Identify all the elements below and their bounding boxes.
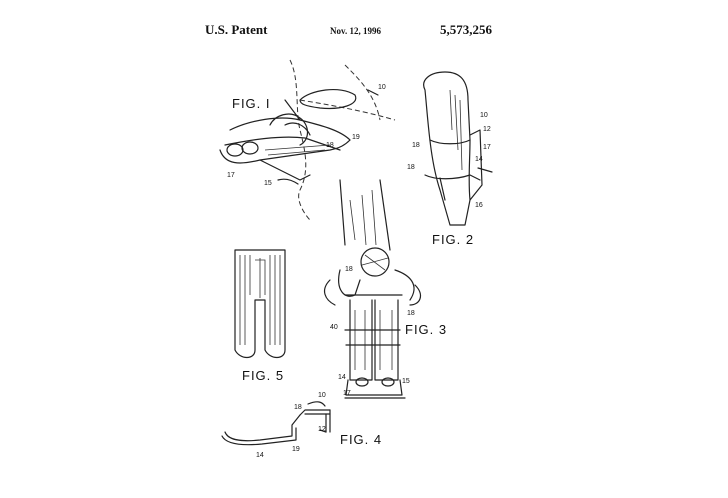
fig5-label: FIG. 5 bbox=[242, 368, 285, 383]
fig1-drawing bbox=[219, 59, 396, 221]
ref-numeral: 14 bbox=[256, 452, 264, 459]
ref-numeral: 10 bbox=[378, 84, 386, 91]
ref-numeral: 40 bbox=[330, 324, 338, 331]
fig4-label: FIG. 4 bbox=[340, 432, 383, 447]
ref-numeral: 18 bbox=[412, 142, 420, 149]
fig2-drawing bbox=[423, 71, 493, 226]
ref-numeral: 17 bbox=[227, 172, 235, 179]
ref-numeral: 15 bbox=[402, 378, 410, 385]
ref-numeral: 12 bbox=[483, 126, 491, 133]
fig1-label: FIG. I bbox=[232, 96, 271, 111]
ref-numeral: 15 bbox=[264, 180, 272, 187]
patent-header-number: 5,573,256 bbox=[440, 22, 492, 37]
ref-numeral: 18 bbox=[326, 142, 334, 149]
ref-numeral: 16 bbox=[475, 202, 483, 209]
ref-numeral: 12 bbox=[318, 426, 326, 433]
ref-numeral: 17 bbox=[483, 144, 491, 151]
ref-numeral: 10 bbox=[480, 112, 488, 119]
fig3-label: FIG. 3 bbox=[405, 322, 448, 337]
fig5-drawing bbox=[234, 249, 286, 359]
ref-numeral: 18 bbox=[294, 404, 302, 411]
ref-numeral: 10 bbox=[318, 392, 326, 399]
ref-numeral: 17 bbox=[343, 390, 351, 397]
ref-numeral: 19 bbox=[352, 134, 360, 141]
ref-numeral: 18 bbox=[407, 164, 415, 171]
patent-header-date: Nov. 12, 1996 bbox=[330, 26, 382, 36]
fig4-drawing bbox=[221, 401, 331, 446]
ref-numeral: 14 bbox=[338, 374, 346, 381]
ref-numeral: 18 bbox=[407, 310, 415, 317]
patent-header-title: U.S. Patent bbox=[205, 22, 268, 37]
ref-numeral: 14 bbox=[475, 156, 483, 163]
fig3-drawing bbox=[323, 179, 422, 399]
ref-numeral: 18 bbox=[345, 266, 353, 273]
fig2-label: FIG. 2 bbox=[432, 232, 475, 247]
ref-numeral: 19 bbox=[292, 446, 300, 453]
